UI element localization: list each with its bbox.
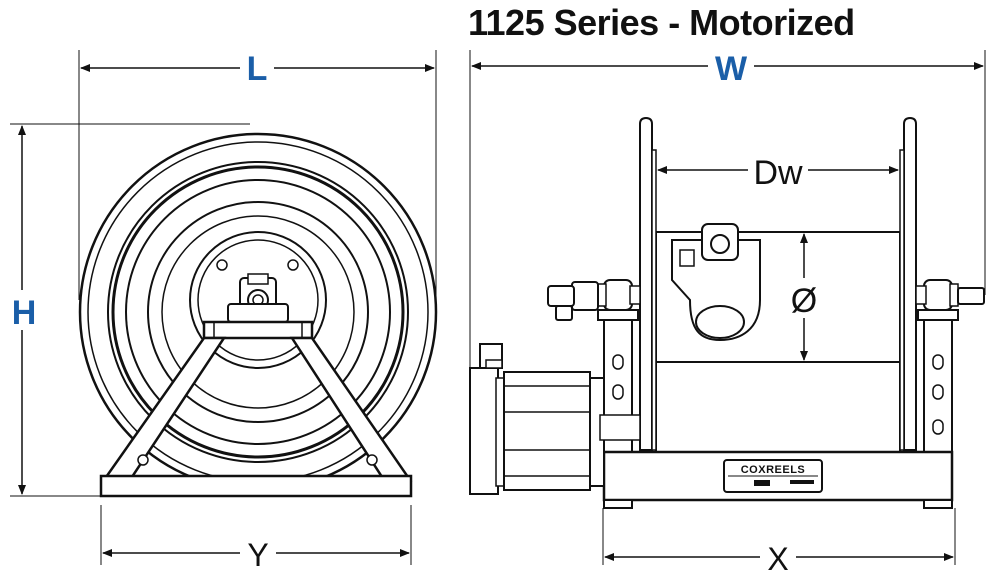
dimension-label-y: Y <box>247 537 268 570</box>
drum-hub-detail <box>671 223 761 342</box>
a-frame-stand <box>99 320 413 498</box>
motor <box>469 343 641 495</box>
brand-plate-label: COXREELS <box>741 464 806 476</box>
dimension-dw: Dw <box>657 150 899 192</box>
dimension-label-diameter: Ø <box>791 282 817 320</box>
swivel-elbow <box>547 281 599 321</box>
dimension-label-x: X <box>767 541 788 570</box>
side-view <box>10 50 438 565</box>
dimension-diameter: Ø <box>786 233 822 361</box>
base-frame <box>602 450 954 509</box>
dimension-h: H <box>4 125 40 495</box>
left-flange <box>639 116 657 451</box>
left-bearing <box>597 279 641 311</box>
dimension-label-dw: Dw <box>753 154 803 192</box>
dimension-x: X <box>604 540 954 570</box>
dimension-l: L <box>80 50 435 88</box>
diagram-title: 1125 Series - Motorized <box>468 2 855 43</box>
dimension-label-h: H <box>12 294 37 332</box>
front-view <box>469 50 986 565</box>
right-bearing <box>915 279 959 311</box>
right-flange <box>899 116 917 451</box>
dimension-label-w: W <box>715 50 748 88</box>
right-fitting <box>957 287 985 305</box>
dimension-label-l: L <box>247 50 268 88</box>
dimension-y: Y <box>102 536 410 570</box>
dimension-w: W <box>471 50 984 88</box>
